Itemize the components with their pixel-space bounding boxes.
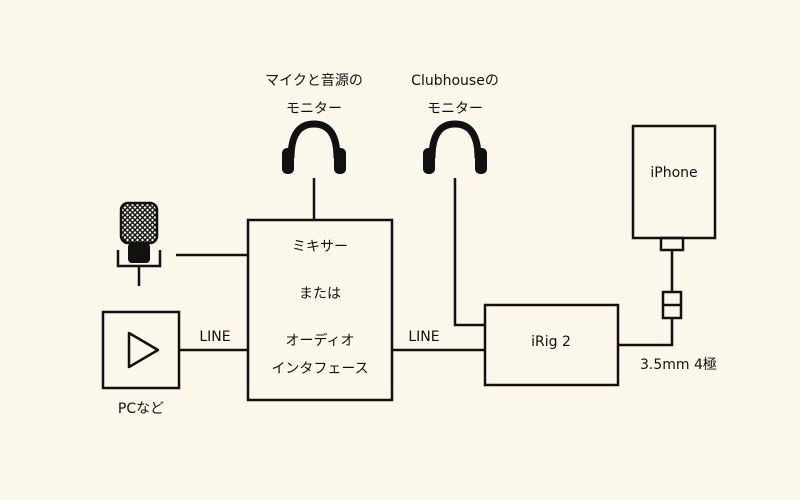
mixer-label-line2: または	[299, 286, 341, 302]
clubhouse-monitor-label-line2: モニター	[427, 101, 483, 117]
iphone-label: iPhone	[650, 165, 698, 181]
mixer-label-line3: オーディオ	[285, 333, 355, 349]
cable-label: 3.5mm 4極	[640, 357, 717, 373]
headphones-icon	[423, 120, 487, 174]
mixer-label-line1: ミキサー	[292, 239, 348, 255]
headphones-to-irig-line	[453, 178, 485, 327]
mixer-box	[246, 218, 394, 402]
pc-label: PCなど	[117, 401, 165, 417]
pc-box	[101, 310, 181, 390]
line-label-left: LINE	[199, 329, 231, 345]
mic-monitor-label-line2: モニター	[286, 101, 342, 117]
microphone-icon	[116, 201, 162, 286]
mic-monitor-label-line1: マイクと音源の	[265, 73, 363, 89]
mixer-label-line4: インタフェース	[271, 361, 369, 377]
iphone-box	[631, 124, 717, 240]
clubhouse-monitor-label-line1: Clubhouseの	[411, 73, 499, 89]
irig-label: iRig 2	[531, 334, 571, 350]
headphones-icon	[282, 120, 346, 174]
irig-to-plug-line	[618, 318, 674, 347]
iphone-connector	[659, 236, 685, 252]
line-label-right: LINE	[408, 329, 440, 345]
play-icon	[127, 331, 160, 369]
